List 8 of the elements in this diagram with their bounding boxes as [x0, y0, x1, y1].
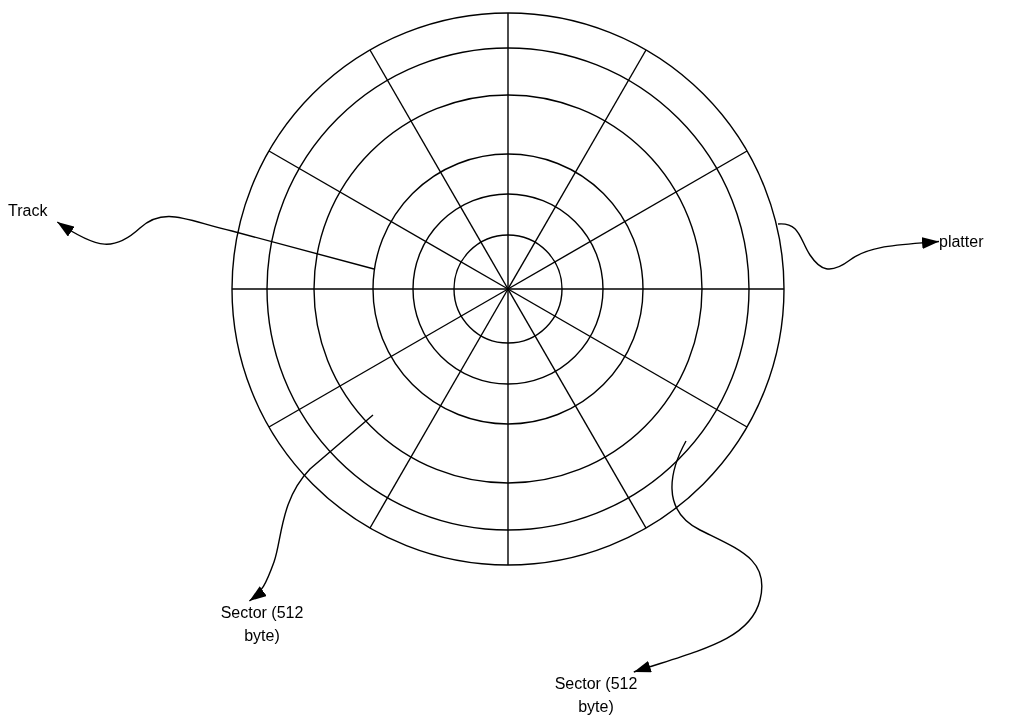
leader-arrow — [777, 223, 940, 270]
callout-label: Sector (512 byte) — [554, 672, 638, 718]
callout-label: Track — [8, 199, 64, 222]
leader-arrow — [633, 440, 763, 673]
callout-label: Sector (512 byte) — [220, 601, 304, 647]
callout-label: platter — [939, 230, 999, 253]
leader-arrow — [248, 414, 374, 602]
leader-arrow — [56, 215, 375, 270]
